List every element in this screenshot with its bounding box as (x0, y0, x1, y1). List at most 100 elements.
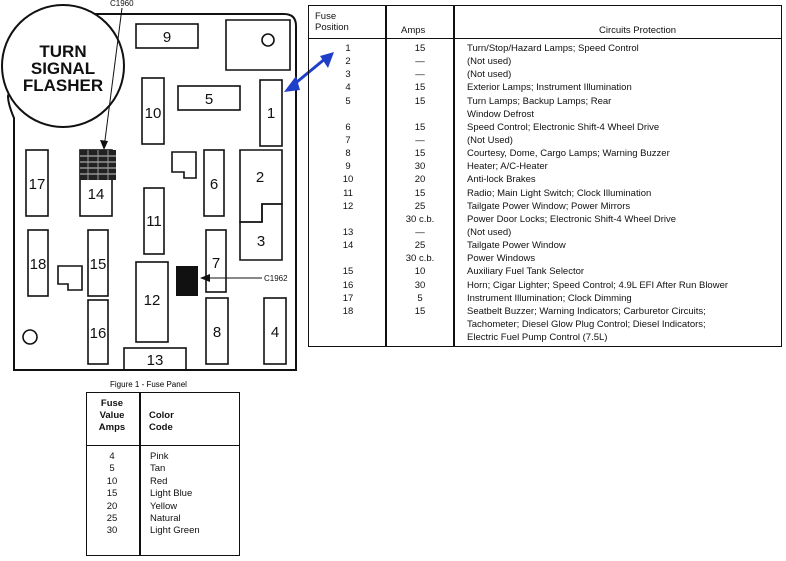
fuse-position-cell: 9 (345, 161, 351, 173)
table-row: Electric Fuel Pump Control (7.5L) (309, 331, 781, 344)
amps-cell: 15 (414, 148, 426, 160)
double-arrow-icon (284, 52, 334, 92)
table-row: Tachometer; Diesel Glow Plug Control; Di… (309, 318, 781, 331)
circuit-cell: (Not used) (467, 69, 512, 81)
circuit-cell: Instrument Illumination; Clock Dimming (467, 292, 632, 304)
connector-c1962 (176, 266, 198, 296)
fuse-2 (239, 149, 283, 223)
connector-c1960-label: C1960 (110, 0, 134, 8)
fuse-5 (177, 85, 241, 111)
fuse-position-cell: 14 (342, 240, 354, 252)
circuit-cell: Turn Lamps; Backup Lamps; Rear (467, 95, 612, 107)
color-table-header (87, 393, 239, 446)
flasher-label-line2: SIGNAL (31, 59, 95, 78)
fuse-7-label: 7 (212, 255, 220, 272)
fuse-9-label: 9 (163, 29, 171, 46)
amps-cell: 15 (414, 187, 426, 199)
amps-cell: 15 (414, 95, 426, 107)
mounting-hole-bottom-left (22, 329, 38, 345)
fuse-1-label: 1 (267, 105, 275, 122)
circuit-cell: (Not used) (467, 56, 512, 68)
fuse-8 (205, 297, 229, 365)
circuit-cell: Exterior Lamps; Instrument Illumination (467, 82, 632, 94)
fuse-16 (87, 299, 109, 365)
fuse-3-label: 3 (257, 233, 265, 250)
table-row: 11 15 Radio; Main Light Switch; Clock Illu… (309, 187, 781, 200)
fuse-10-label: 10 (145, 105, 162, 122)
column-divider (385, 6, 387, 346)
fuse-position-cell: 16 (342, 279, 354, 291)
circuit-cell: Radio; Main Light Switch; Clock Illumina… (467, 187, 652, 199)
column-divider (139, 393, 141, 555)
circuit-cell: Tailgate Power Window; Power Mirrors (467, 200, 631, 212)
circuit-cell: Seatbelt Buzzer; Warning Indicators; Car… (467, 305, 706, 317)
relay-block-top-right (225, 19, 291, 71)
fuse-2-label: 2 (256, 169, 264, 186)
amps-cell: 20 (414, 174, 426, 186)
circuit-cell: Window Defrost (467, 108, 535, 120)
connector-c1960 (80, 150, 116, 180)
fuse-position-cell: 6 (345, 121, 351, 133)
fuse-11 (143, 187, 165, 255)
fuse-15 (87, 229, 109, 297)
color-cell: Tan (150, 463, 166, 475)
header-fuse-value-amps: Fuse Value Amps (87, 398, 137, 434)
amps-cell: — (415, 226, 425, 238)
fuse-position-cell: 17 (342, 292, 354, 304)
amps-cell: 5 (109, 463, 115, 475)
header-amps: Amps (401, 25, 426, 36)
c1960-leader (103, 7, 123, 149)
column-divider (453, 6, 455, 346)
amps-cell: 20 (106, 500, 118, 512)
amps-cell: 15 (414, 43, 426, 54)
amps-cell: — (415, 56, 425, 68)
table-row: 2—(Not used) (309, 55, 781, 68)
amps-cell: 15 (414, 305, 426, 317)
table-row: 13 — (Not used) (309, 226, 781, 239)
circuit-cell: (Not used) (467, 226, 512, 238)
circuit-cell: Courtesy, Dome, Cargo Lamps; Warning Buz… (467, 148, 670, 160)
header-color-line2: Code (149, 422, 173, 433)
fuse-position-cell: 5 (345, 95, 351, 107)
amps-cell: 30 c.b. (405, 213, 435, 225)
fuse-position-cell: 18 (342, 305, 354, 317)
circuit-cell: Power Door Locks; Electronic Shift-4 Whe… (467, 213, 677, 225)
fuse-12-label: 12 (144, 292, 161, 309)
amps-cell: 30 (414, 279, 426, 291)
table-row: 3—(Not used) (309, 68, 781, 81)
connector-c1962-label: C1962 (264, 274, 288, 283)
circuit-cell: Tailgate Power Window (467, 240, 566, 252)
color-cell: Red (150, 475, 168, 487)
figure-caption: Figure 1 - Fuse Panel (110, 380, 187, 389)
fuse-position-cell: 4 (345, 82, 351, 94)
circuit-cell: Electric Fuel Pump Control (7.5L) (467, 332, 608, 344)
fuse-18-label: 18 (30, 256, 47, 273)
amps-cell: 15 (106, 488, 118, 500)
fuse-13-label: 13 (147, 352, 164, 369)
fuse-4-label: 4 (271, 324, 279, 341)
circuits-protection-table: Fuse Position Amps Circuits Protection 1… (308, 5, 782, 347)
fuse-1 (259, 79, 283, 147)
fuse-position-cell: 3 (345, 69, 351, 81)
header-color-line1: Color (149, 410, 174, 421)
table-row: 30 c.b. Power Door Locks; Electronic Shif… (309, 213, 781, 226)
flasher-label-line1: TURN (39, 42, 86, 61)
fuse-17 (25, 149, 49, 217)
fuse-4 (263, 297, 287, 365)
table-row: 7—(Not Used) (309, 134, 781, 147)
fuse-position-cell: 13 (342, 226, 354, 238)
amps-cell: 10 (414, 266, 426, 278)
fuse-position-cell: 11 (343, 187, 353, 199)
